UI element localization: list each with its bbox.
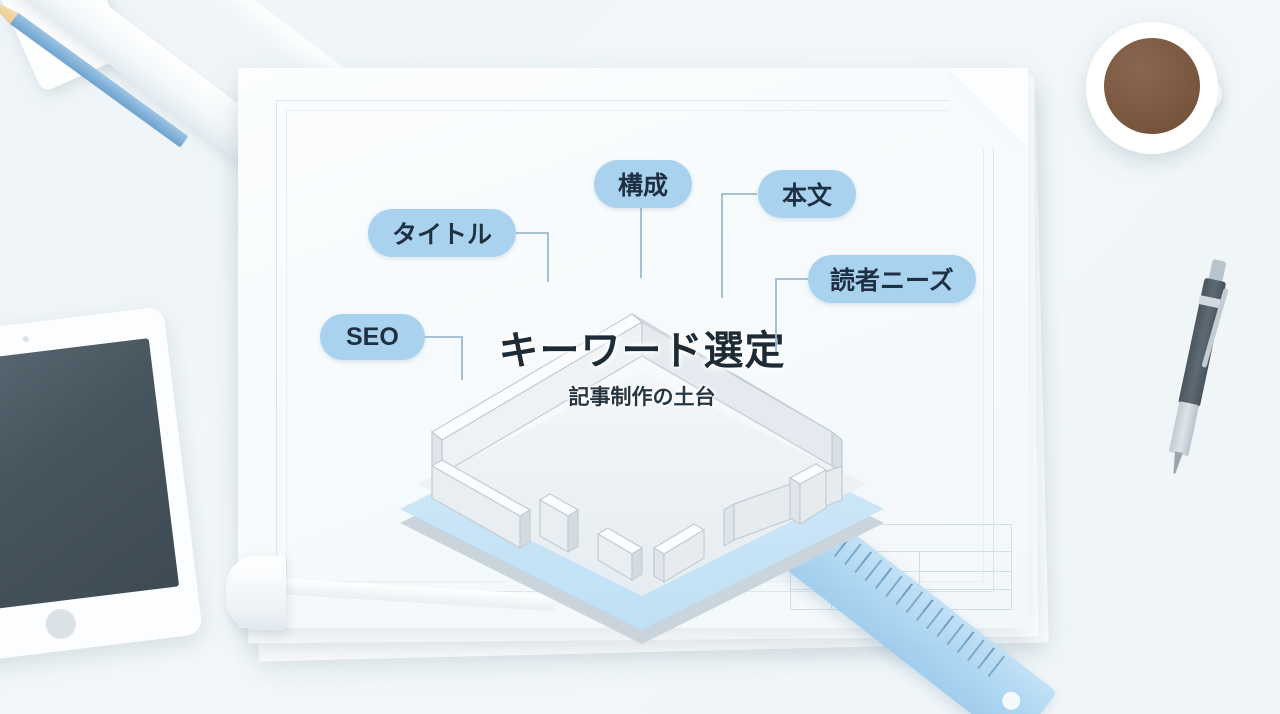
connector-needs [775,278,808,352]
coffee-cup-icon [1086,22,1222,154]
label-pill-title[interactable]: タイトル [368,209,517,257]
label-pill-needs[interactable]: 読者ニーズ [808,255,976,303]
pier-b-side [631,546,643,582]
pier-c-side [663,528,705,584]
connector-honbun [721,193,757,298]
connector-seo [414,336,463,380]
wall-back-right-inner [641,320,833,468]
wall-front-left-side [519,508,531,550]
title-block-col [919,551,920,589]
label-pill-kousei[interactable]: 構成 [594,160,693,208]
connector-title [510,232,549,282]
blueprint-rolled-edge [226,556,286,630]
title-block-row [791,551,1011,552]
pier-corner-side [799,468,827,526]
foundation-walls [430,313,843,584]
label-pill-seo[interactable]: SEO [320,314,425,360]
pier-a-side [567,508,579,554]
coffee-liquid [1104,38,1200,134]
label-pill-honbun[interactable]: 本文 [758,170,857,218]
